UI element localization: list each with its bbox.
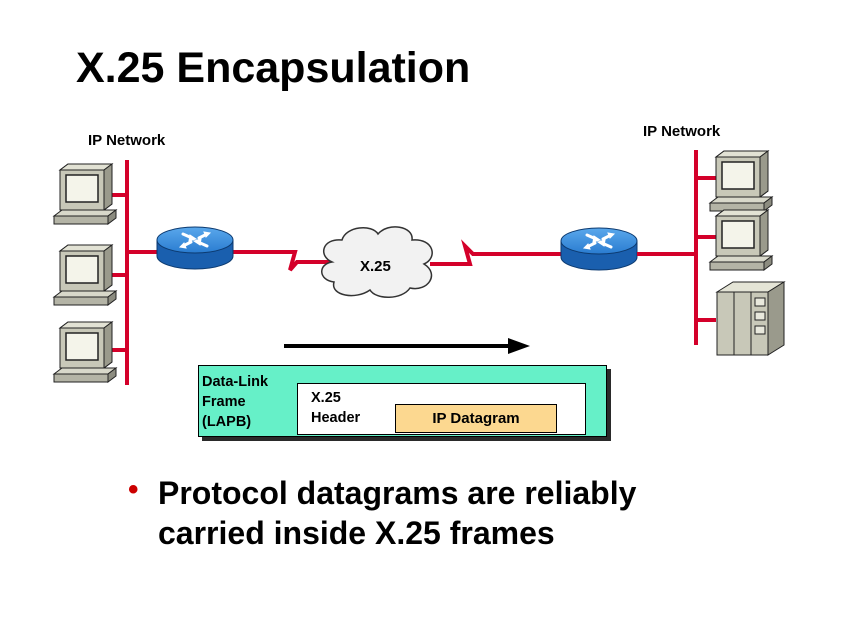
ip-datagram-label: IP Datagram (432, 410, 520, 427)
router-icon (559, 226, 639, 272)
datalink-frame-label: Data-Link Frame (LAPB) (202, 374, 269, 430)
x25-header-label: X.25 Header (311, 390, 361, 426)
ip-datagram-box (395, 404, 557, 433)
workstation-icon (53, 321, 117, 383)
slide-title: X.25 Encapsulation (76, 44, 471, 92)
x25-cloud-label: X.25 (360, 258, 391, 275)
server-icon (715, 281, 786, 356)
workstation-icon (53, 163, 117, 225)
x25-cloud-icon (321, 226, 433, 298)
direction-arrow-icon (284, 338, 530, 354)
workstation-icon (53, 244, 117, 306)
right-serial-link (430, 239, 565, 266)
workstation-icon (709, 209, 773, 271)
left-network-label: IP Network (88, 132, 166, 149)
workstation-icon (709, 150, 773, 212)
bullet-text: Protocol datagrams are reliably carried … (158, 475, 637, 551)
router-icon (155, 225, 235, 271)
bullet-dot-icon: • (128, 473, 139, 506)
left-serial-link (232, 250, 333, 272)
right-network-label: IP Network (643, 123, 721, 140)
